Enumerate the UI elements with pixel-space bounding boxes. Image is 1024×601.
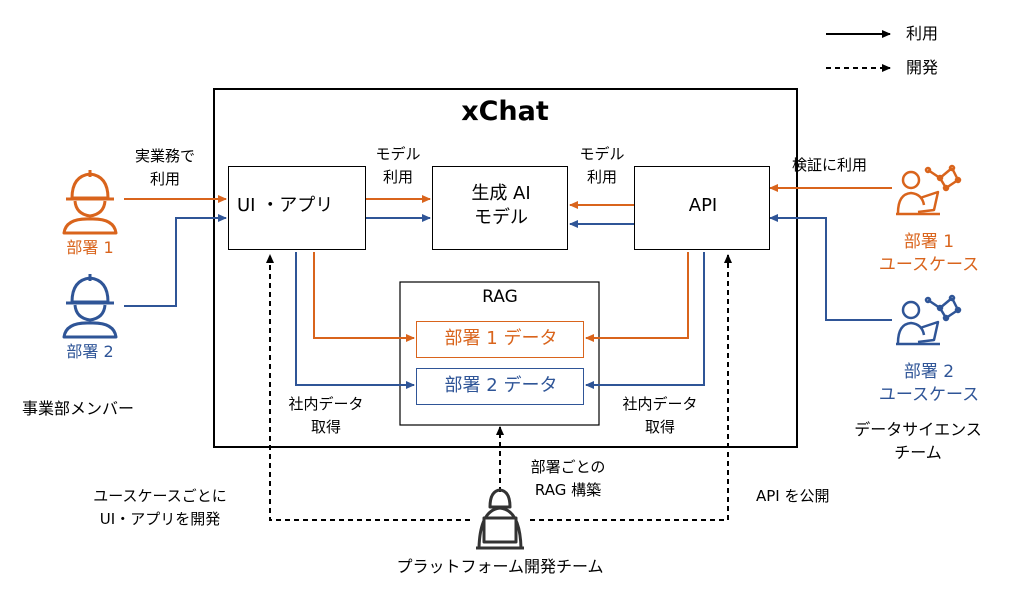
orange-flows (124, 184, 892, 342)
arrow-platform-to-ui (266, 254, 470, 521)
arrow-api-to-dept1-data (585, 252, 689, 342)
legend-solid-label: 利用 (906, 24, 939, 43)
blue-flows (124, 214, 892, 389)
label-data-right-1: 社内データ (622, 395, 698, 413)
label-rag-build-1: 部署ごとの (530, 458, 606, 476)
genai-label-1: 生成 AI (471, 183, 531, 204)
uc2-label-1: 部署 2 (903, 362, 955, 382)
legend-dashed-label: 開発 (906, 58, 939, 77)
genai-model-box: 生成 AI モデル (432, 166, 568, 250)
xchat-title: xChat (461, 96, 549, 127)
uc2-label-2: ユースケース (878, 385, 980, 405)
label-data-left-1: 社内データ (288, 395, 364, 413)
rag-title: RAG (482, 287, 518, 307)
uc1-label-1: 部署 1 (903, 232, 955, 252)
arrow-dept2-to-ui (124, 214, 227, 307)
dept1-data-label: 部署 1 データ (444, 328, 558, 349)
data-scientist-icon (896, 164, 962, 216)
dept1-label: 部署 1 (66, 238, 114, 257)
arrow-ui-to-dept1-data (313, 252, 415, 342)
label-rag-build-2: RAG 構築 (534, 481, 602, 499)
ds-team-label-1: データサイエンス (854, 420, 982, 439)
dept1-data-box: 部署 1 データ (416, 321, 584, 358)
arrow-uc2-to-api (769, 214, 892, 321)
label-data-right-2: 取得 (644, 418, 676, 436)
label-model-right-2: 利用 (586, 168, 618, 186)
members-label: 事業部メンバー (22, 399, 135, 418)
label-data-left-2: 取得 (310, 418, 342, 436)
developer-laptop-icon (476, 488, 524, 550)
dept2-data-label: 部署 2 データ (444, 375, 558, 396)
arrow-ui-to-dept2-data (295, 252, 415, 389)
xchat-frame (213, 88, 798, 448)
uc1-label-2: ユースケース (878, 255, 980, 275)
label-model-left-2: 利用 (382, 168, 414, 186)
platform-label: プラットフォーム開発チーム (396, 557, 604, 576)
worker-helmet-icon (62, 274, 118, 339)
data-scientist-icon (896, 294, 962, 346)
label-jitsugyomu-2: 利用 (149, 170, 181, 188)
worker-helmet-icon (62, 170, 118, 235)
ui-app-box: UI ・アプリ (228, 166, 366, 250)
api-label: API (688, 195, 718, 216)
ui-app-label: UI ・アプリ (237, 195, 334, 216)
label-model-left-1: モデル (375, 145, 421, 163)
ds-team-label-2: チーム (894, 443, 942, 462)
label-jitsugyomu-1: 実業務で (134, 147, 196, 165)
label-model-right-1: モデル (579, 145, 625, 163)
label-ui-dev-2: UI・アプリを開発 (99, 510, 221, 528)
label-api-public: API を公開 (756, 487, 830, 505)
dept2-data-box: 部署 2 データ (416, 368, 584, 405)
arrow-platform-to-api (530, 254, 732, 521)
api-box: API (634, 166, 770, 250)
dept2-label: 部署 2 (66, 342, 114, 361)
genai-label-2: モデル (474, 207, 528, 228)
dev-flows (266, 254, 732, 521)
label-kensho: 検証に利用 (792, 156, 868, 174)
arrow-api-to-dept2-data (585, 252, 705, 389)
label-ui-dev-1: ユースケースごとに (93, 487, 227, 505)
